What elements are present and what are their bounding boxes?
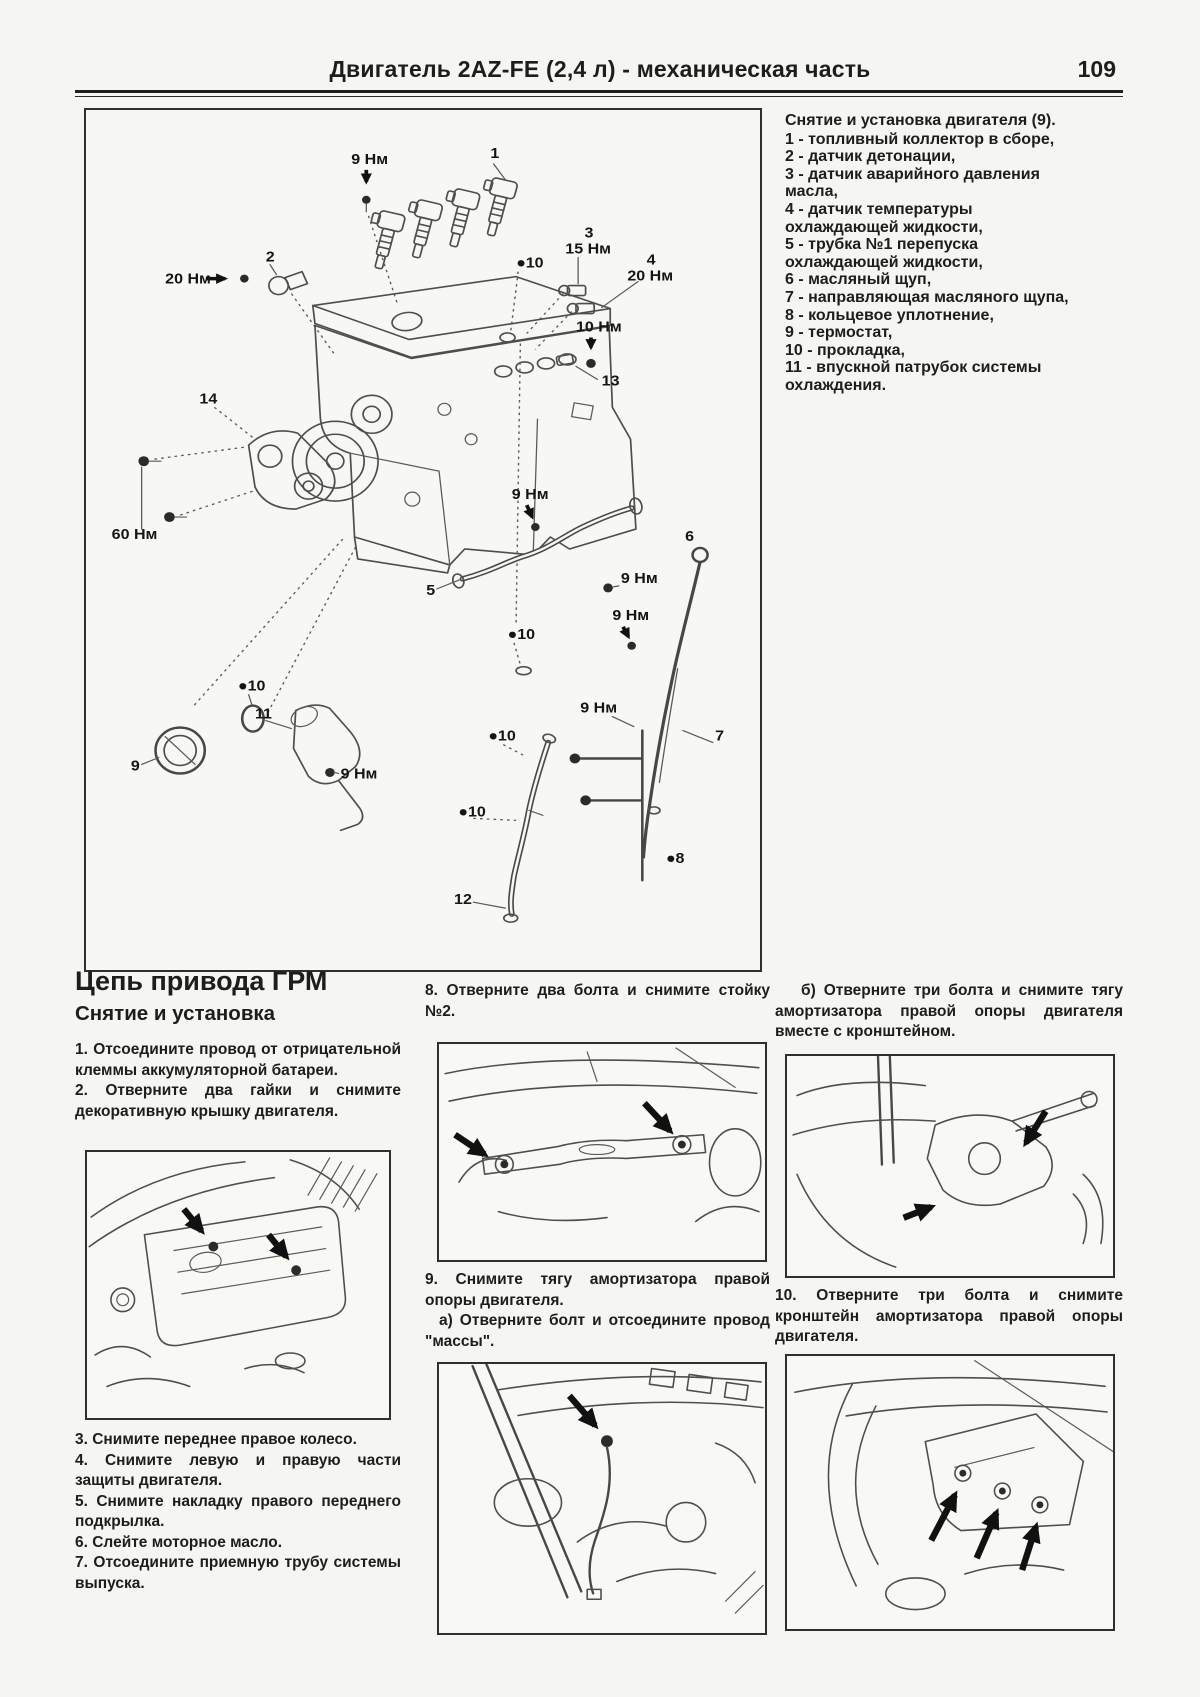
diagram-label: 9 Нм — [341, 766, 378, 782]
list-item: 5 - трубка №1 перепуска охлаждающей жидк… — [785, 236, 983, 271]
list-item: 9 - термостат, — [785, 324, 893, 342]
diagram-label: 9 Нм — [580, 700, 617, 716]
diagram-label: 9 Нм — [351, 151, 388, 167]
diagram-label: 4 — [647, 252, 656, 268]
list-item: 6. Слейте моторное масло. — [75, 1533, 283, 1551]
list-item: 1. Отсоедините провод от отрицательной к… — [75, 1041, 401, 1079]
step-9: 9. Снимите тягу амортизатора правой опор… — [425, 1271, 770, 1309]
list-item: 3. Снимите переднее правое колесо. — [75, 1431, 357, 1448]
engine-block — [192, 275, 637, 717]
list-item: 5. Снимите накладку правого переднего по… — [75, 1492, 401, 1531]
step-b: б) Отверните три болта и снимите тягу ам… — [775, 982, 1123, 1040]
list-item: 3 - датчик аварийного давления масла, — [785, 165, 1040, 201]
dipstick-bracket — [569, 715, 644, 882]
diagram-label: ●10 — [238, 678, 266, 694]
diagram-label: 2 — [266, 249, 275, 265]
diagram-label: 10 Нм — [576, 319, 622, 335]
diagram-label: 13 — [602, 373, 620, 389]
diagram-label: 15 Нм — [565, 241, 611, 257]
figure-mount-rod — [785, 1054, 1115, 1278]
step-9a: а) Отверните болт и отсоедините провод "… — [425, 1312, 770, 1350]
figure-ground-wire — [437, 1362, 767, 1635]
figure-stay-no2 — [437, 1042, 767, 1262]
legend-title: Снятие и установка двигателя (9). — [785, 112, 1056, 129]
header-rule — [75, 90, 1123, 97]
figure-mount-bracket — [785, 1354, 1115, 1631]
water-pipe-12 — [472, 733, 557, 923]
list-item: 8 - кольцевое уплотнение, — [785, 306, 994, 324]
page-title: Двигатель 2AZ-FE (2,4 л) - механическая … — [329, 56, 871, 82]
diagram-label: 60 Нм — [112, 526, 158, 542]
list-item: 7. Отсоедините приемную трубу системы вы… — [75, 1554, 401, 1592]
diagram-label: 12 — [454, 892, 472, 908]
mount-bracket-sketch — [794, 1360, 1113, 1611]
list-item: 10 - прокладка, — [785, 341, 905, 359]
diagram-label: 9 — [131, 758, 140, 774]
page-number: 109 — [1077, 56, 1116, 82]
legend-items: 1 - топливный коллектор в сборе,2 - датч… — [785, 131, 1130, 395]
list-item: 2 - датчик детонации, — [785, 148, 956, 166]
list-item: 7 - направляющая масляного щупа, — [785, 288, 1069, 306]
bypass-pipe — [436, 497, 643, 676]
diagram-label: 11 — [255, 706, 272, 722]
diagram-label: ●10 — [458, 804, 486, 820]
section-subheading: Снятие и установка — [75, 1002, 276, 1025]
section-heading: Цепь привода ГРМ — [75, 966, 328, 996]
step-9-block: 9. Снимите тягу амортизатора правой опор… — [425, 1270, 770, 1352]
list-item: 6 - масляный щуп, — [785, 271, 932, 289]
step-8: 8. Отверните два болта и снимите стойку … — [425, 982, 770, 1020]
steps-1-2: 1. Отсоедините провод от отрицательной к… — [75, 1040, 401, 1122]
steps-3-7: 3. Снимите переднее правое колесо. 4. Сни… — [75, 1430, 401, 1594]
dipstick — [641, 546, 714, 859]
diagram-label: 1 — [490, 145, 499, 161]
list-item: 4 - датчик температуры охлаждающей жидко… — [785, 200, 983, 236]
sensor-13 — [555, 337, 599, 380]
list-item: 2. Отверните два гайки и снимите декорат… — [75, 1082, 401, 1120]
diagram-label: 6 — [685, 528, 694, 544]
diagram-label: 9 Нм — [621, 570, 658, 586]
list-item: 11 - впускной патрубок системы охлаждени… — [785, 359, 1042, 394]
top-bolt — [360, 169, 398, 304]
knock-sensor — [205, 264, 336, 356]
ground-wire-sketch — [471, 1364, 764, 1614]
diagram-label: ●10 — [488, 728, 516, 744]
diagram-label: 3 — [585, 225, 594, 241]
diagram-label: 20 Нм — [627, 268, 673, 284]
diagram-label: ●10 — [516, 255, 544, 271]
diagram-label: 14 — [199, 391, 217, 407]
step-10: 10. Отверните три болта и снимите кроншт… — [775, 1287, 1123, 1345]
diagram-label: ●10 — [508, 626, 536, 642]
belt-tensioner — [138, 406, 336, 530]
diagram-label: 9 Нм — [612, 607, 649, 623]
ignition-coils — [358, 163, 519, 272]
figure-engine-cover — [85, 1150, 391, 1420]
list-item: 4. Снимите левую и правую части защиты д… — [75, 1451, 401, 1490]
diagram-label: 9 Нм — [512, 487, 549, 503]
mount-rod-sketch — [792, 1056, 1104, 1268]
diagram-label: 20 Нм — [165, 271, 211, 287]
diagram-label: 7 — [715, 728, 724, 744]
thermostat-and-inlet — [140, 694, 364, 832]
list-item: 1 - топливный коллектор в сборе, — [785, 130, 1055, 148]
stay-no2-sketch — [444, 1047, 762, 1223]
engine-cover-sketch — [88, 1157, 378, 1388]
diagram-label: 5 — [426, 582, 435, 598]
legend: Снятие и установка двигателя (9). 1 - то… — [785, 112, 1130, 395]
diagram-label: ●8 — [666, 851, 685, 867]
